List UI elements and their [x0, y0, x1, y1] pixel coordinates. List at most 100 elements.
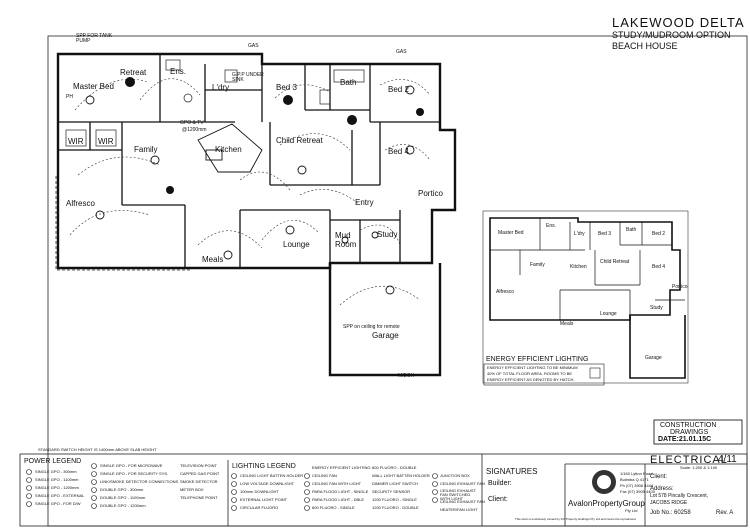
- mini-room-label: Kitchen: [570, 264, 587, 270]
- project-facade: BEACH HOUSE: [612, 41, 678, 51]
- lighting-legend-item: PARA FLOOD LIGHT - DBLE: [312, 497, 365, 502]
- mini-room-label: Alfresco: [496, 289, 515, 295]
- lighting-legend-item: 1200 FLUORO - SINGLE: [372, 497, 417, 502]
- lighting-legend-item: 600 FLUORO - DOUBLE: [372, 465, 417, 470]
- gas-label: GAS: [396, 49, 407, 55]
- room-label: L'dry: [212, 83, 230, 92]
- room-label: Alfresco: [66, 199, 95, 208]
- room-label: Kitchen: [215, 145, 242, 154]
- lighting-legend-item: CEILING FAN WITH LIGHT: [312, 481, 362, 486]
- lighting-legend-item: JUNCTION BOX: [440, 473, 470, 478]
- revision: Rev. A: [716, 510, 734, 516]
- mini-room-label: Bed 3: [598, 231, 612, 237]
- mini-room-label: Lounge: [600, 311, 617, 317]
- company-logo-inner: [597, 475, 611, 489]
- sheet-address: JACOBS RIDGE: [650, 500, 688, 506]
- mini-room-label: Study: [650, 305, 663, 311]
- mini-plan-frame: [482, 210, 689, 384]
- room-label: WIR: [98, 137, 114, 146]
- mini-room-label: Bed 2: [652, 231, 666, 237]
- room-label: Meals: [202, 255, 224, 264]
- sheet-client-label: Client:: [650, 474, 668, 480]
- job-number: Job No.: 60258: [650, 510, 691, 516]
- power-legend-item: LINK/SMOKE DETECTOR CONNECTIONS: [100, 479, 179, 484]
- signatures-title: SIGNATURES: [486, 467, 538, 476]
- stamp-box: [653, 419, 743, 445]
- power-legend-item: SINGLE GPO - FOR MICROWAVE: [100, 463, 163, 468]
- power-legend-item: CAPPED GAS POINT: [180, 471, 220, 476]
- mini-room-label: Meals: [560, 321, 574, 327]
- sheet-address-label: Address:: [650, 486, 674, 492]
- sheet-title: ELECTRICAL: [650, 454, 728, 466]
- power-legend-item: SINGLE GPO - EXTERNAL: [35, 493, 85, 498]
- plan-note: G.P.P UNDER SINK: [232, 72, 264, 83]
- ceiling-fans: [125, 77, 424, 194]
- power-legend-item: TELEVISION POINT: [180, 463, 217, 468]
- sheet-border: [47, 35, 748, 527]
- power-legend-title: POWER LEGEND: [24, 458, 82, 465]
- lighting-legend-item: 100mm DOWNLIGHT: [240, 489, 279, 494]
- switch-height-note: STANDARD SWITCH HEIGHT IS 1400mm ABOVE S…: [38, 447, 157, 452]
- power-legend-item: SINGLE GPO - FOR SECURITY SYS.: [100, 471, 169, 476]
- stamp-line: DRAWINGS: [670, 429, 709, 436]
- company-name: AvalonPropertyGroup: [568, 499, 645, 508]
- room-label: WIR: [68, 137, 84, 146]
- plan-note: @1200mm: [182, 127, 207, 133]
- power-legend-item: METER BOX: [180, 487, 204, 492]
- power-legend-item: SINGLE GPO - FOR D/W: [35, 501, 81, 506]
- lighting-legend-item: CEILING EXHAUST FAN: [440, 499, 485, 504]
- power-legend-item: DOUBLE GPO - 1100mm: [100, 495, 146, 500]
- company-address: Bulimba Q 4171: [620, 477, 649, 482]
- sheet-number: 4/11: [718, 454, 737, 465]
- mini-room-label: Portico: [672, 284, 688, 290]
- room-label: Retreat: [120, 68, 147, 77]
- lighting-legend-item: CEILING FAN: [312, 473, 337, 478]
- energy-line: ENERGY EFFICIENT LIGHTING TO BE MINIMUM: [487, 365, 578, 370]
- mini-room-label: Family: [530, 262, 545, 268]
- legend-symbols: [26, 463, 438, 511]
- room-label: Bed 2: [388, 85, 409, 94]
- mini-room-label: Garage: [645, 355, 662, 361]
- mini-room-label: L'dry: [574, 231, 585, 237]
- company-address: 1/160 Lytton Road: [620, 471, 653, 476]
- company-phone: Ph (07) 3906 4444: [620, 483, 654, 488]
- mini-room-label: Child Retreat: [600, 259, 630, 265]
- wiring-runs: [69, 78, 431, 306]
- alfresco-outline: [55, 176, 190, 271]
- sheet-address: Lot 578 Pincally Crescent,: [650, 493, 709, 499]
- mini-room-label: Master Bed: [498, 230, 524, 236]
- energy-note-box: [483, 363, 605, 386]
- company-suffix: Pty Ltd: [625, 508, 638, 513]
- lighting-legend-item: ENERGY EFFICIENT LIGHTING: [312, 465, 371, 470]
- energy-title: ENERGY EFFICIENT LIGHTING: [486, 356, 589, 363]
- room-label: Entry: [355, 198, 374, 207]
- project-option: STUDY/MUDROOM OPTION: [612, 30, 731, 40]
- fixtures: [65, 59, 365, 147]
- sheet-scale: Scale: 1:200 & 1:100: [680, 465, 718, 470]
- plan-note: GPO & TV: [180, 120, 204, 126]
- lighting-legend-title: LIGHTING LEGEND: [232, 463, 296, 470]
- lighting-legend-item: HEATER/FAN LIGHT: [440, 507, 478, 512]
- hatch-sample: [589, 367, 601, 379]
- room-label: Portico: [418, 189, 443, 198]
- project-name: LAKEWOOD DELTA: [612, 15, 745, 30]
- lighting-legend-item: SECURITY SENSOR: [372, 489, 411, 494]
- lighting-legend-item: EXTERNAL LIGHT POINT: [240, 497, 288, 502]
- lighting-legend-item: CEILING LIGHT BATTEN HOLDER: [240, 473, 304, 478]
- plan-note: PH: [66, 94, 73, 100]
- plan-note: M/BOX: [398, 373, 415, 379]
- lighting-legend-item: PARA FLOOD LIGHT - SINGLE: [312, 489, 369, 494]
- power-legend-item: SMOKE DETECTOR: [180, 479, 218, 484]
- room-label: Ens.: [170, 67, 187, 76]
- room-label: Lounge: [283, 240, 310, 249]
- energy-line: 40% OF TOTAL FLOOR AREA. ROOMS TO BE: [487, 371, 573, 376]
- room-label: Bed 3: [276, 83, 297, 92]
- power-legend-item: SINGLE GPO - 1200mm: [35, 485, 79, 490]
- kitchen-bench: [197, 123, 263, 173]
- builder-label: Builder:: [488, 480, 512, 487]
- room-label: Bed 4: [388, 147, 409, 156]
- energy-line: ENERGY EFFICIENT AS DENOTED BY HATCH.: [487, 377, 575, 382]
- copyright-note: This work is exclusively owned by KO Pro…: [515, 517, 636, 521]
- lighting-legend-item: 1200 FLUORO - DOUBLE: [372, 505, 419, 510]
